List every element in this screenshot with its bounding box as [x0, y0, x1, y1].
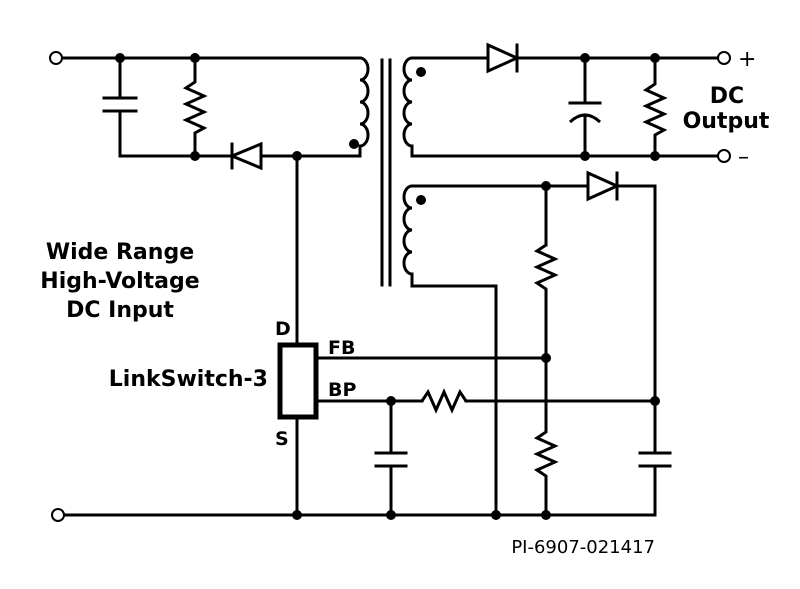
bias-capacitor: [638, 451, 672, 517]
output-positive-terminal: [717, 51, 731, 65]
feedback-upper-resistor: [533, 243, 559, 358]
bp-resistor: [420, 388, 468, 414]
ic-name-label: LinkSwitch-3: [109, 367, 268, 392]
input-label-line-1: Wide Range: [46, 240, 194, 265]
transformer: [349, 56, 426, 287]
primary-phase-dot: [349, 139, 359, 149]
bias-phase-dot: [416, 195, 426, 205]
input-return-terminal: [51, 508, 65, 522]
clamp-resistor: [182, 58, 208, 156]
bias-diode: [586, 170, 621, 202]
output-rectifier-diode: [486, 42, 521, 74]
bias-winding: [402, 184, 414, 286]
clamp-diode: [193, 141, 357, 171]
plus-sign: +: [738, 47, 756, 72]
junction-dots: [115, 53, 660, 520]
secondary-phase-dot: [416, 67, 426, 77]
pin-fb-label: FB: [328, 337, 355, 359]
secondary-winding: [402, 56, 414, 156]
pin-bp-label: BP: [328, 379, 356, 401]
output-negative-terminal: [717, 149, 731, 163]
drawing-code: PI-6907-021417: [511, 537, 655, 558]
output-label-line-2: Output: [683, 109, 770, 134]
output-capacitor: [568, 56, 602, 158]
feedback-lower-resistor: [533, 358, 559, 515]
input-positive-terminal: [49, 51, 63, 65]
output-load-resistor: [642, 58, 668, 156]
bp-capacitor: [374, 399, 408, 517]
pin-d-label: D: [275, 318, 291, 340]
linkswitch-ic-body: [277, 342, 319, 420]
output-label-line-1: DC: [710, 84, 744, 109]
clamp-capacitor: [102, 56, 197, 158]
primary-winding: [355, 56, 370, 158]
pin-s-label: S: [275, 428, 289, 450]
minus-sign: –: [738, 145, 749, 170]
input-label-line-3: DC Input: [66, 298, 174, 323]
input-label-line-2: High-Voltage: [40, 269, 199, 294]
